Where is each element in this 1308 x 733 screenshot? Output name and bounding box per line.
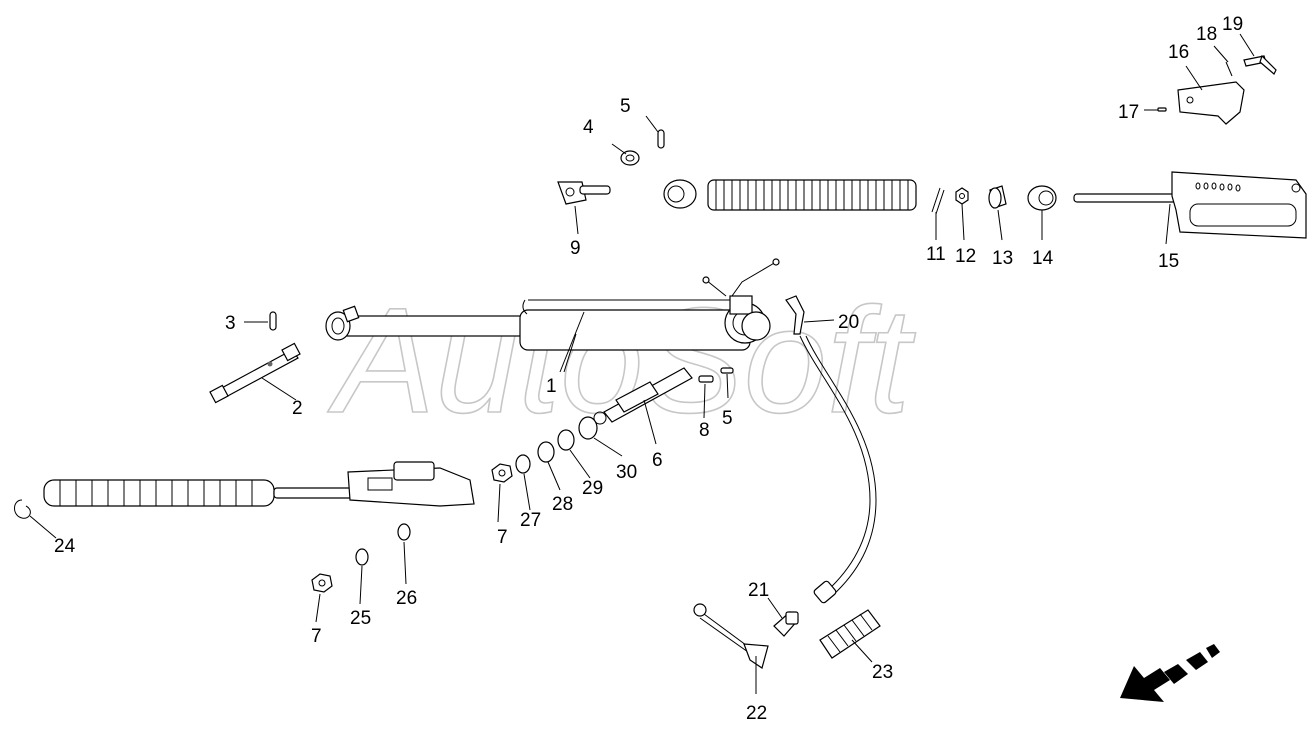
part-22-wrench bbox=[693, 603, 769, 669]
lower-spring-assembly bbox=[43, 461, 475, 507]
part-17-pin bbox=[1157, 107, 1167, 112]
label-30: 30 bbox=[616, 462, 637, 483]
label-7-lower: 7 bbox=[311, 626, 322, 647]
label-29: 29 bbox=[582, 478, 603, 499]
part-14-seal bbox=[1027, 185, 1057, 211]
part-21-fitting bbox=[773, 611, 799, 637]
label-11: 11 bbox=[926, 244, 946, 265]
hydraulic-hose bbox=[799, 335, 877, 604]
direction-arrow-icon bbox=[1120, 644, 1220, 702]
part-23-grip bbox=[819, 609, 881, 659]
part-7-nut-lower bbox=[311, 573, 333, 593]
leader-lines bbox=[29, 33, 1255, 694]
label-17: 17 bbox=[1118, 102, 1139, 123]
watermark-text: AutoSoft bbox=[327, 276, 916, 444]
part-7-nut-upper bbox=[491, 463, 513, 483]
part-8-key bbox=[698, 375, 714, 383]
part-5-pin-bottom bbox=[720, 367, 734, 374]
part-12-nut bbox=[955, 187, 969, 205]
part-26-ring bbox=[397, 523, 411, 541]
part-15-tie-rod bbox=[1073, 171, 1307, 239]
part-2-shaft bbox=[209, 342, 301, 404]
part-30-ring bbox=[578, 416, 598, 440]
part-18-pin bbox=[1225, 61, 1233, 77]
part-16-bracket bbox=[1177, 81, 1245, 125]
label-1: 1 bbox=[546, 376, 557, 397]
part-20-fitting bbox=[785, 295, 805, 335]
label-16: 16 bbox=[1168, 42, 1189, 63]
label-7-upper: 7 bbox=[497, 527, 508, 548]
part-1-cylinder bbox=[325, 258, 780, 351]
label-22: 22 bbox=[746, 703, 767, 724]
label-26: 26 bbox=[396, 588, 417, 609]
part-27-ring bbox=[515, 454, 531, 474]
part-19-bolt bbox=[1243, 54, 1277, 75]
part-3-pin bbox=[269, 311, 277, 331]
label-20: 20 bbox=[838, 312, 859, 333]
label-5-bottom: 5 bbox=[722, 408, 733, 429]
label-19: 19 bbox=[1222, 14, 1243, 35]
label-3: 3 bbox=[225, 313, 236, 334]
bellows-boot bbox=[663, 179, 917, 211]
label-5-top: 5 bbox=[620, 96, 631, 117]
label-12: 12 bbox=[955, 246, 976, 267]
label-9: 9 bbox=[570, 238, 581, 259]
label-21: 21 bbox=[748, 580, 769, 601]
label-23: 23 bbox=[872, 662, 893, 683]
part-9-clevis bbox=[557, 181, 611, 205]
label-4: 4 bbox=[583, 117, 594, 138]
part-5-pin-top bbox=[657, 129, 665, 149]
part-4-washer bbox=[620, 150, 640, 166]
label-2: 2 bbox=[292, 398, 303, 419]
label-24: 24 bbox=[54, 536, 76, 557]
part-25-ring bbox=[355, 548, 369, 566]
part-labels: 1 2 3 4 5 5 6 7 7 8 9 11 12 13 14 15 16 … bbox=[54, 14, 1243, 724]
label-8: 8 bbox=[699, 420, 710, 441]
part-28-ring bbox=[537, 441, 555, 463]
label-28: 28 bbox=[552, 494, 573, 515]
label-27: 27 bbox=[520, 510, 541, 531]
tie-rod-holes bbox=[1195, 182, 1241, 192]
part-13-bushing bbox=[988, 185, 1007, 209]
part-11-cotter-pin bbox=[931, 187, 945, 215]
label-18: 18 bbox=[1196, 24, 1217, 45]
part-29-ring bbox=[557, 429, 575, 451]
label-6: 6 bbox=[652, 450, 663, 471]
label-25: 25 bbox=[350, 608, 371, 629]
part-24-clip bbox=[14, 499, 31, 519]
label-15: 15 bbox=[1158, 251, 1179, 272]
label-13: 13 bbox=[992, 248, 1013, 269]
part-6-small-cylinder bbox=[593, 367, 693, 425]
label-14: 14 bbox=[1032, 248, 1054, 269]
